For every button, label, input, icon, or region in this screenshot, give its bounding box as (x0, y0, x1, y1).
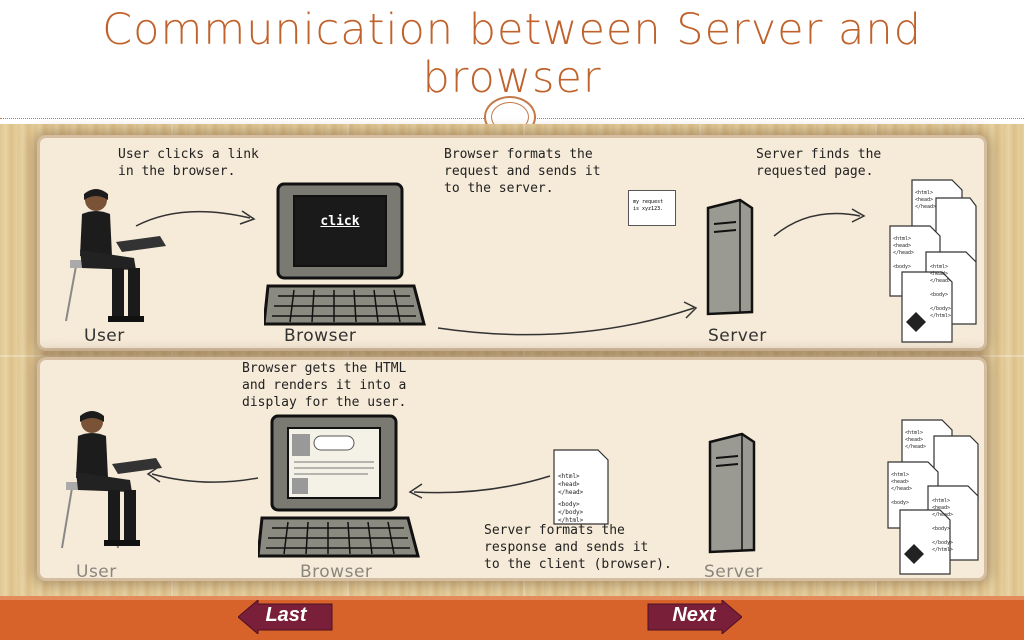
doc-tag: <body> (893, 264, 911, 270)
doc-tag: <html> (893, 236, 911, 242)
server-format-caption: Server formats the response and sends it… (484, 522, 672, 573)
doc-tag: <html> (932, 498, 950, 504)
html-pages-stack-icon: <html> <head> </head> <html> <head> </he… (889, 179, 977, 343)
diagram-stage: User clicks a link in the browser. Brows… (0, 124, 1024, 596)
label-browser: Browser (284, 326, 357, 346)
doc-tag: </body> (932, 540, 953, 546)
server-tower-icon (706, 198, 754, 316)
last-button-label: Last (265, 604, 307, 626)
caption-line: Browser formats the (444, 147, 593, 162)
caption-line: User clicks a link (118, 147, 259, 162)
response-document-icon: <html> <head> </head> <body> </body> </h… (553, 449, 609, 525)
doc-tag: <html> (558, 473, 580, 480)
doc-tag: <body> (930, 292, 948, 298)
screen-click-link: click (320, 214, 360, 229)
user-figure-icon (65, 189, 166, 322)
doc-tag: <head> (905, 437, 923, 443)
browser-render-caption: Browser gets the HTML and renders it int… (242, 360, 406, 411)
doc-tag: <head> (915, 197, 933, 203)
doc-tag: <html> (930, 264, 948, 270)
caption-line: Server finds the (756, 147, 882, 162)
slide-title: Communication between Server and browser (102, 5, 922, 103)
arrow-left-icon (238, 600, 333, 634)
server-tower-icon (708, 432, 756, 554)
browser-computer-icon (258, 414, 420, 558)
doc-tag: </html> (932, 547, 953, 553)
doc-tag: <head> (930, 271, 948, 277)
caption-line: request and sends it (444, 164, 601, 179)
response-panel: Browser gets the HTML and renders it int… (40, 360, 984, 582)
label-user: User (76, 562, 117, 582)
doc-tag: <body> (558, 501, 580, 508)
doc-tag: </body> (558, 509, 584, 516)
doc-tag: <body> (891, 500, 909, 506)
doc-tag: </head> (891, 486, 912, 492)
doc-tag: <head> (891, 479, 909, 485)
doc-tag: <head> (893, 243, 911, 249)
caption-line: and renders it into a (242, 378, 407, 393)
doc-tag: </head> (905, 444, 926, 450)
doc-tag: <html> (915, 190, 933, 196)
doc-tag: <head> (932, 505, 950, 511)
doc-tag: </body> (930, 306, 951, 312)
caption-line: response and sends it (484, 540, 649, 555)
next-button-label: Next (672, 604, 716, 626)
last-button[interactable]: Last (238, 600, 334, 634)
arrow-server-to-page-icon (773, 208, 866, 237)
user-caption: User clicks a link in the browser. (118, 146, 259, 180)
doc-tag: </head> (932, 512, 953, 518)
user-figure-icon (61, 411, 162, 549)
caption-line: display for the user. (242, 395, 407, 410)
footer-bar (0, 596, 1024, 640)
browser-computer-icon (264, 182, 426, 326)
arrow-right-icon (647, 600, 742, 634)
server-find-caption: Server finds the requested page. (756, 146, 881, 180)
caption-line: to the server. (444, 181, 554, 196)
arrow-user-to-browser-icon (135, 210, 256, 227)
arrow-browser-to-server-icon (437, 301, 698, 336)
request-note-line: is xyz123. (633, 206, 664, 212)
label-browser: Browser (300, 562, 373, 582)
caption-line: in the browser. (118, 164, 236, 179)
caption-line: Server formats the (484, 523, 625, 538)
request-note: my request is xyz123. (628, 190, 676, 226)
caption-line: to the client (browser). (484, 557, 672, 572)
doc-tag: <html> (905, 430, 923, 436)
arrow-browser-to-user-icon (146, 465, 259, 483)
request-panel: User clicks a link in the browser. Brows… (40, 138, 984, 348)
request-note-line: my request (633, 199, 664, 205)
doc-tag: </html> (558, 517, 584, 524)
next-button[interactable]: Next (646, 600, 742, 634)
doc-tag: <head> (558, 481, 580, 488)
caption-line: requested page. (756, 164, 874, 179)
label-server: Server (708, 326, 767, 346)
doc-tag: </head> (893, 250, 914, 256)
label-server: Server (704, 562, 763, 582)
doc-tag: </html> (930, 313, 951, 319)
label-user: User (84, 326, 125, 346)
doc-tag: <body> (932, 526, 950, 532)
caption-line: Browser gets the HTML (242, 361, 407, 376)
doc-tag: </head> (915, 204, 936, 210)
doc-tag: </head> (558, 489, 584, 496)
browser-request-caption: Browser formats the request and sends it… (444, 146, 601, 197)
doc-tag: <html> (891, 472, 909, 478)
doc-tag: </head> (930, 278, 951, 284)
html-pages-stack-icon: <html> <head> </head> <html> <head> </he… (887, 419, 979, 575)
arrow-server-to-browser-icon (408, 475, 551, 499)
